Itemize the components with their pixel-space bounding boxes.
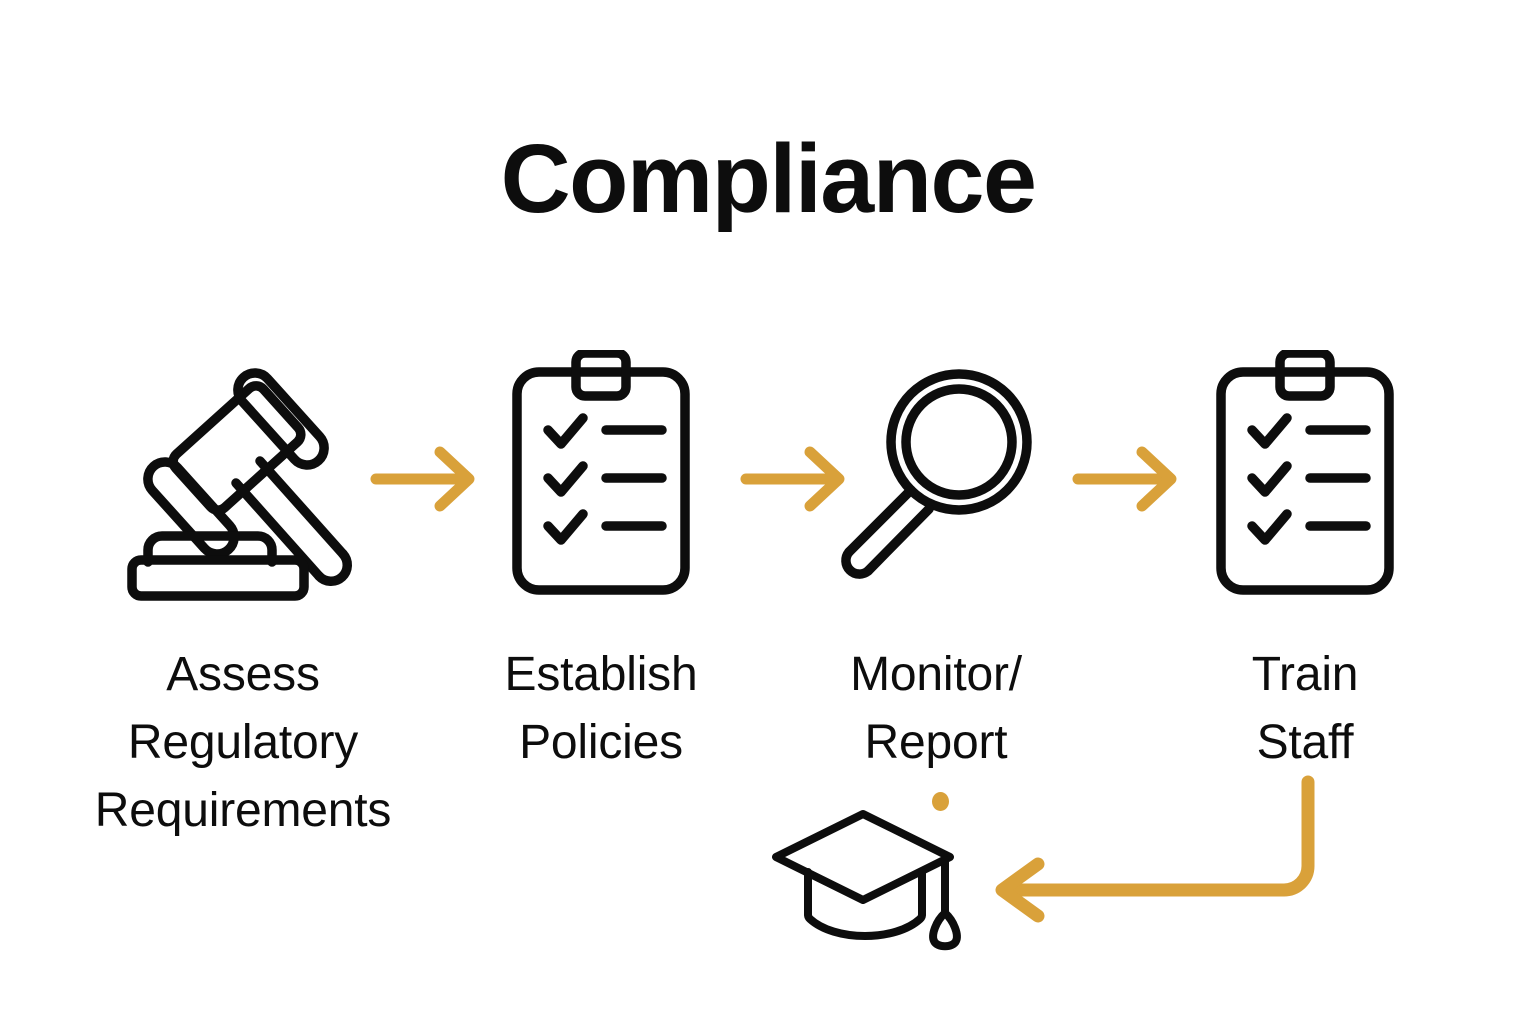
graduation-cap-icon	[772, 810, 961, 951]
step-label-monitor-report: Monitor/ Report	[850, 648, 1022, 770]
step-label-assess-regulatory-requirements: Assess Regulatory Requirements	[94, 648, 392, 838]
step-monitor-report[interactable]: Monitor/ Report	[786, 350, 1086, 777]
gavel-icon	[127, 368, 353, 601]
arrow-right-icon	[370, 446, 475, 512]
step-label-establish-policies: Establish Policies	[504, 648, 698, 770]
magnifying-glass-icon	[841, 369, 1032, 579]
arrow-right-icon	[1072, 446, 1177, 512]
step-assess-regulatory-requirements[interactable]: Assess Regulatory Requirements	[93, 350, 393, 845]
clipboard-checklist-icon	[1216, 350, 1394, 595]
step-label-train-staff: Train Staff	[1251, 648, 1359, 770]
feedback-loop-arrow-icon	[995, 775, 1315, 923]
arrow-right-icon	[740, 446, 845, 512]
dot-icon	[932, 792, 949, 811]
clipboard-checklist-icon	[512, 350, 690, 595]
step-establish-policies[interactable]: Establish Policies	[451, 350, 751, 777]
step-train-staff[interactable]: Train Staff	[1155, 350, 1455, 777]
page-title: Compliance	[500, 124, 1037, 233]
